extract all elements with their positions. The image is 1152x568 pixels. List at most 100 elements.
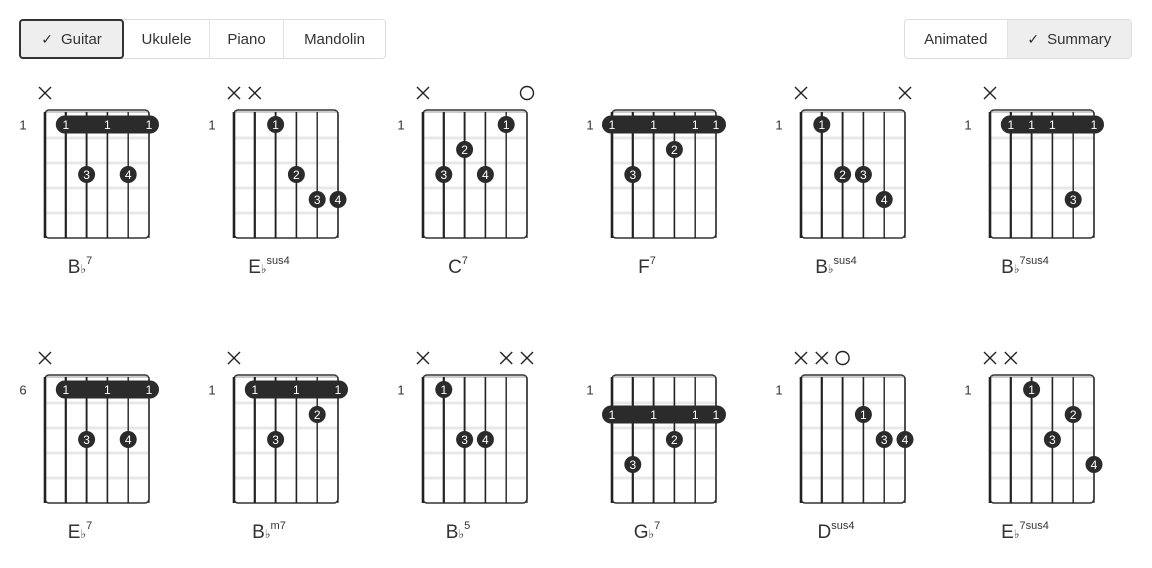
finger-number: 2	[671, 143, 678, 157]
mandolin-label: Mandolin	[304, 30, 365, 48]
finger-number: 1	[104, 118, 111, 132]
chord-name: E♭7	[10, 520, 150, 544]
instrument-piano-button[interactable]: Piano	[210, 20, 284, 58]
chord-suffix: 7sus4	[1019, 520, 1049, 532]
finger-number: 1	[272, 118, 279, 132]
chord-root: D	[817, 522, 832, 543]
instrument-ukulele-button[interactable]: Ukulele	[124, 20, 210, 58]
base-fret-label: 6	[19, 383, 26, 398]
muted-string-icon	[499, 351, 513, 365]
finger-number: 4	[1091, 458, 1098, 472]
finger-dot	[267, 116, 285, 133]
chord-name: F7	[577, 255, 717, 279]
finger-dot	[875, 431, 893, 448]
finger-dot	[476, 431, 494, 448]
finger-number: 1	[692, 408, 699, 422]
finger-number: 1	[62, 383, 69, 397]
finger-number: 1	[818, 118, 825, 132]
finger-number: 3	[1070, 193, 1077, 207]
muted-string-icon	[898, 86, 912, 100]
view-summary-button[interactable]: ✓Summary	[1007, 20, 1131, 58]
finger-number: 3	[629, 458, 636, 472]
finger-dot	[78, 166, 96, 183]
finger-number: 2	[314, 408, 321, 422]
finger-number: 2	[1070, 408, 1077, 422]
chord-suffix: 7	[649, 255, 656, 267]
chord-suffix: 5	[464, 520, 471, 532]
open-string-icon	[519, 85, 535, 101]
chord-name: B♭5	[388, 520, 528, 544]
instrument-selector: ✓Guitar Ukulele Piano Mandolin	[19, 19, 386, 59]
fretboard-frame	[989, 374, 1095, 504]
chord-name: B♭7sus4	[955, 255, 1095, 279]
chord-root: B	[252, 522, 265, 543]
finger-number: 1	[1049, 118, 1056, 132]
chord-name: B♭7	[10, 255, 150, 279]
chord-suffix: 7	[461, 255, 468, 267]
finger-dot	[1064, 406, 1082, 423]
barre	[602, 115, 726, 134]
barre	[55, 380, 159, 399]
finger-number: 4	[125, 433, 132, 447]
finger-number: 1	[251, 383, 258, 397]
finger-number: 1	[293, 383, 300, 397]
instrument-guitar-button[interactable]: ✓Guitar	[19, 19, 124, 59]
chord-accidental: ♭	[648, 527, 655, 541]
finger-dot	[665, 141, 683, 158]
view-selector: Animated ✓Summary	[904, 19, 1132, 59]
view-animated-button[interactable]: Animated	[905, 20, 1008, 58]
finger-number: 1	[62, 118, 69, 132]
chord-accidental: ♭	[1013, 527, 1020, 541]
summary-label: Summary	[1047, 30, 1112, 48]
instrument-mandolin-button[interactable]: Mandolin	[284, 20, 385, 58]
finger-dot	[78, 431, 96, 448]
finger-number: 2	[461, 143, 468, 157]
finger-number: 1	[713, 118, 720, 132]
guitar-label: Guitar	[60, 30, 102, 48]
chord-name: E♭7sus4	[955, 520, 1095, 544]
finger-dot	[1064, 191, 1082, 208]
chord-accidental: ♭	[458, 527, 465, 541]
finger-number: 3	[83, 168, 90, 182]
muted-string-icon	[416, 351, 430, 365]
finger-number: 1	[650, 408, 657, 422]
finger-dot	[896, 431, 914, 448]
base-fret-label: 1	[775, 118, 782, 133]
base-fret-label: 1	[964, 383, 971, 398]
finger-dot	[435, 166, 453, 183]
chord-name: B♭sus4	[766, 255, 906, 279]
muted-string-icon	[416, 86, 430, 100]
muted-string-icon	[983, 351, 997, 365]
base-fret-label: 1	[208, 118, 215, 133]
chord-suffix: sus4	[831, 520, 855, 532]
finger-dot	[267, 431, 285, 448]
piano-label: Piano	[227, 30, 266, 48]
chord-suffix: 7sus4	[1019, 255, 1049, 267]
chord-name: Dsus4	[766, 520, 906, 544]
fretboard-frame	[233, 109, 339, 239]
chord-suffix: m7	[270, 520, 286, 532]
finger-dot	[1043, 431, 1061, 448]
muted-string-icon	[227, 351, 241, 365]
finger-number: 1	[713, 408, 720, 422]
base-fret-label: 1	[397, 118, 404, 133]
base-fret-label: 1	[19, 118, 26, 133]
finger-dot	[813, 116, 831, 133]
